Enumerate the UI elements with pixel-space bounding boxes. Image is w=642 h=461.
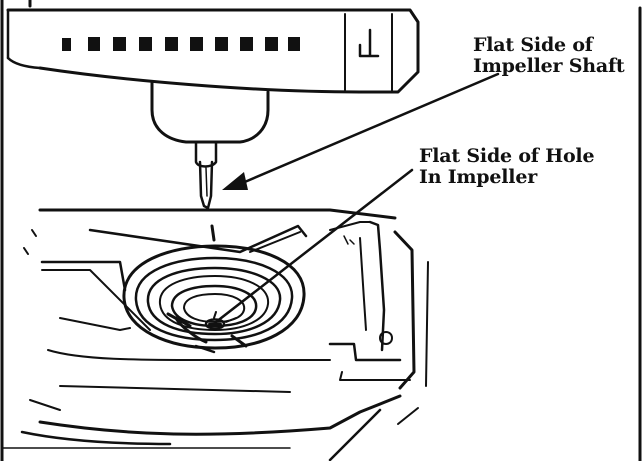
base-housing — [20, 208, 429, 461]
leader-line-shaft — [238, 72, 500, 186]
label-hole-line-2: In Impeller — [419, 166, 538, 188]
vent-slots — [62, 37, 300, 51]
motor-housing — [6, 8, 420, 94]
leader-lines — [214, 72, 500, 324]
label-shaft-line-1: Flat Side of — [473, 34, 593, 56]
impeller — [122, 244, 306, 354]
label-flat-side-of-hole-in-impeller: Flat Side of Hole In Impeller — [419, 145, 595, 188]
leader-line-hole — [214, 168, 414, 324]
label-shaft-line-2: Impeller Shaft — [473, 55, 625, 77]
label-hole-line-1: Flat Side of Hole — [419, 145, 595, 167]
label-flat-side-of-impeller-shaft: Flat Side of Impeller Shaft — [473, 35, 625, 77]
impeller-shaft — [150, 80, 270, 210]
arrowhead-shaft — [222, 172, 248, 190]
